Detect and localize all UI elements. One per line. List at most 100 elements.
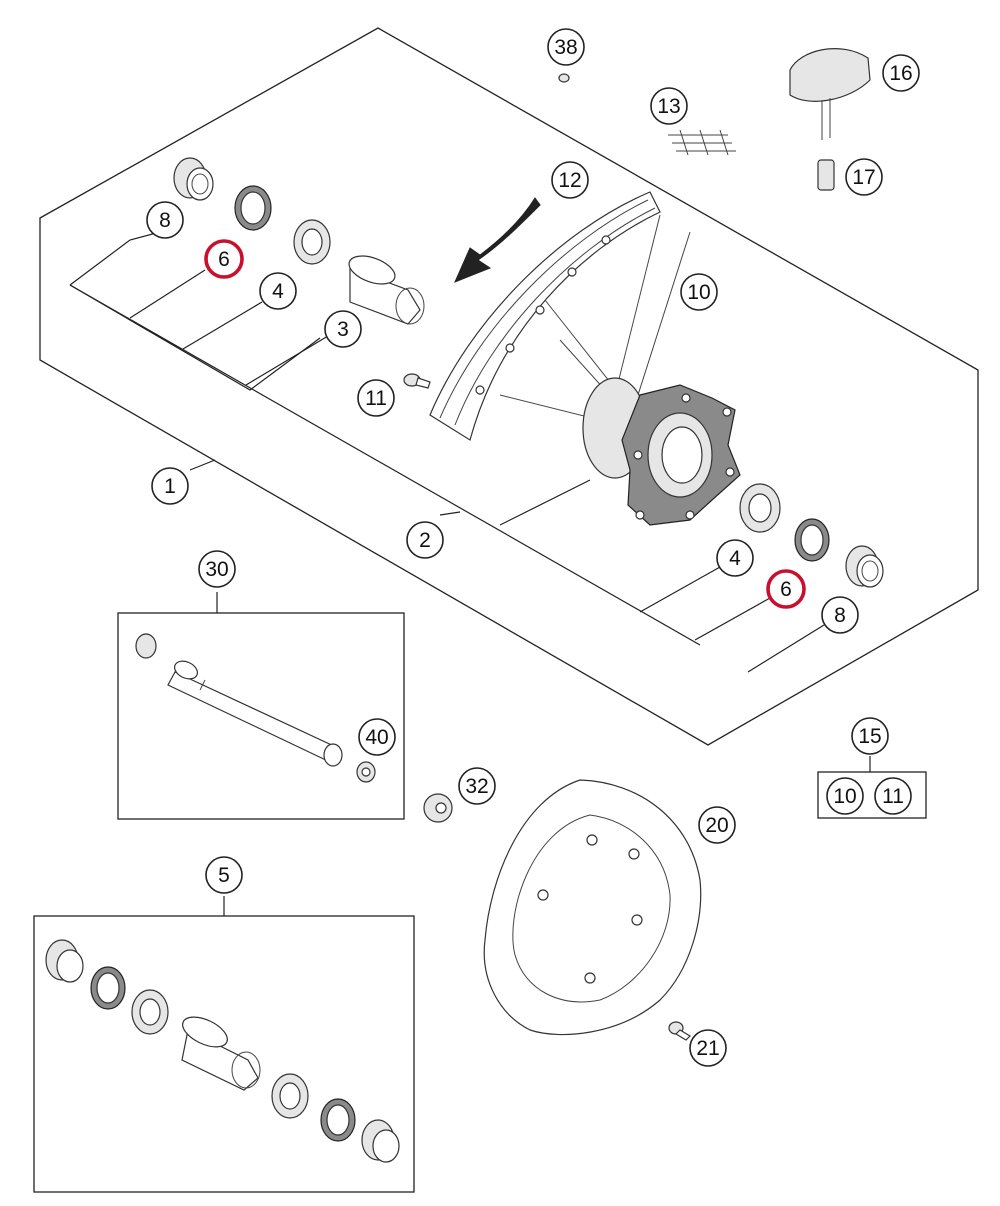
callout-label: 13: [657, 95, 680, 118]
callout-16: 16: [882, 54, 920, 92]
bearing-right: [739, 483, 781, 533]
callout-circle: [358, 718, 396, 756]
callout-label: 6: [780, 578, 792, 601]
callout-4: 4: [716, 539, 754, 577]
axle: [135, 633, 343, 767]
callout-label: 40: [365, 726, 388, 749]
callout-20: 20: [698, 806, 736, 844]
callout-circle: [204, 239, 244, 279]
spoke-set-frame: [817, 771, 927, 819]
small-plug: [558, 73, 570, 83]
callout-label: 16: [889, 62, 912, 85]
bearing-left: [293, 219, 331, 265]
callout-17: 17: [845, 158, 883, 196]
callout-label: 1: [164, 475, 176, 498]
callout-circle: [851, 717, 889, 755]
callout-circle: [205, 856, 243, 894]
callout-label: 2: [419, 529, 431, 552]
callout-38: 38: [547, 28, 585, 66]
callout-circle: [874, 777, 912, 815]
callout-12: 12: [551, 161, 589, 199]
rotation-arrow: [454, 197, 541, 283]
mesh-insert: [668, 129, 736, 156]
callout-label: 8: [159, 209, 171, 232]
callout-6-highlighted: 6: [204, 239, 244, 279]
callout-label: 38: [554, 36, 577, 59]
distance-sleeve: [348, 255, 425, 325]
callout-circle: [882, 54, 920, 92]
callout-circle: [680, 273, 718, 311]
callout-circle: [547, 28, 585, 66]
callout-label: 32: [465, 775, 488, 798]
axle-kit-frame: [117, 612, 405, 820]
shaft-seal-right: [794, 518, 830, 562]
axle-nut: [356, 761, 376, 783]
callout-label: 5: [218, 864, 230, 887]
callout-circle: [406, 521, 444, 559]
valve-cap: [789, 48, 871, 140]
brake-disc: [483, 779, 702, 1036]
callout-circle: [716, 539, 754, 577]
nut-32: [423, 793, 453, 823]
callout-circle: [821, 596, 859, 634]
disc-bolt: [668, 1021, 691, 1041]
callout-label: 21: [696, 1037, 719, 1060]
callout-21: 21: [689, 1029, 727, 1067]
callout-label: 17: [852, 166, 875, 189]
callout-1: 1: [151, 467, 189, 505]
callout-13: 13: [650, 87, 688, 125]
callout-8: 8: [821, 596, 859, 634]
callout-circle: [259, 272, 297, 310]
callout-3: 3: [324, 310, 362, 348]
callout-circle: [650, 87, 688, 125]
spacer-bushing-left: [173, 157, 214, 201]
callout-label: 6: [218, 248, 230, 271]
callout-circle: [151, 467, 189, 505]
callout-circle: [689, 1029, 727, 1067]
callout-label: 12: [558, 169, 581, 192]
spacer-bushing-right: [845, 545, 884, 588]
callout-circle: [324, 310, 362, 348]
callout-circle: [698, 806, 736, 844]
hub: [582, 377, 741, 526]
callout-label: 3: [337, 318, 349, 341]
wheel-assembly-frame: [39, 27, 979, 746]
callout-circle: [766, 569, 806, 609]
callout-circle: [845, 158, 883, 196]
callout-4: 4: [259, 272, 297, 310]
callout-6-highlighted: 6: [766, 569, 806, 609]
bearing-kit-parts: [45, 939, 400, 1163]
callout-label: 20: [705, 814, 728, 837]
callout-10: 10: [680, 273, 718, 311]
callout-circle: [146, 201, 184, 239]
callout-10: 10: [826, 777, 864, 815]
callout-circle: [198, 550, 236, 588]
callout-label: 8: [834, 604, 846, 627]
callout-circle: [357, 379, 395, 417]
spoke-nipple: [403, 373, 431, 389]
callout-label: 10: [687, 281, 710, 304]
callout-label: 10: [833, 785, 856, 808]
callout-15: 15: [851, 717, 889, 755]
valve-nut: [817, 159, 835, 191]
callout-circle: [826, 777, 864, 815]
callout-5: 5: [205, 856, 243, 894]
callout-label: 4: [729, 547, 741, 570]
lower-right-leaders: [189, 459, 825, 673]
callout-11: 11: [357, 379, 395, 417]
callout-label: 11: [365, 387, 387, 410]
callout-label: 4: [272, 280, 284, 303]
callout-30: 30: [198, 550, 236, 588]
callout-label: 11: [882, 785, 904, 808]
callout-2: 2: [406, 521, 444, 559]
callout-label: 15: [858, 725, 881, 748]
shaft-seal-left: [234, 185, 272, 231]
callout-circle: [458, 767, 496, 805]
callout-40: 40: [358, 718, 396, 756]
callout-label: 30: [205, 558, 228, 581]
callout-circle: [551, 161, 589, 199]
callout-32: 32: [458, 767, 496, 805]
rim: [429, 191, 661, 441]
